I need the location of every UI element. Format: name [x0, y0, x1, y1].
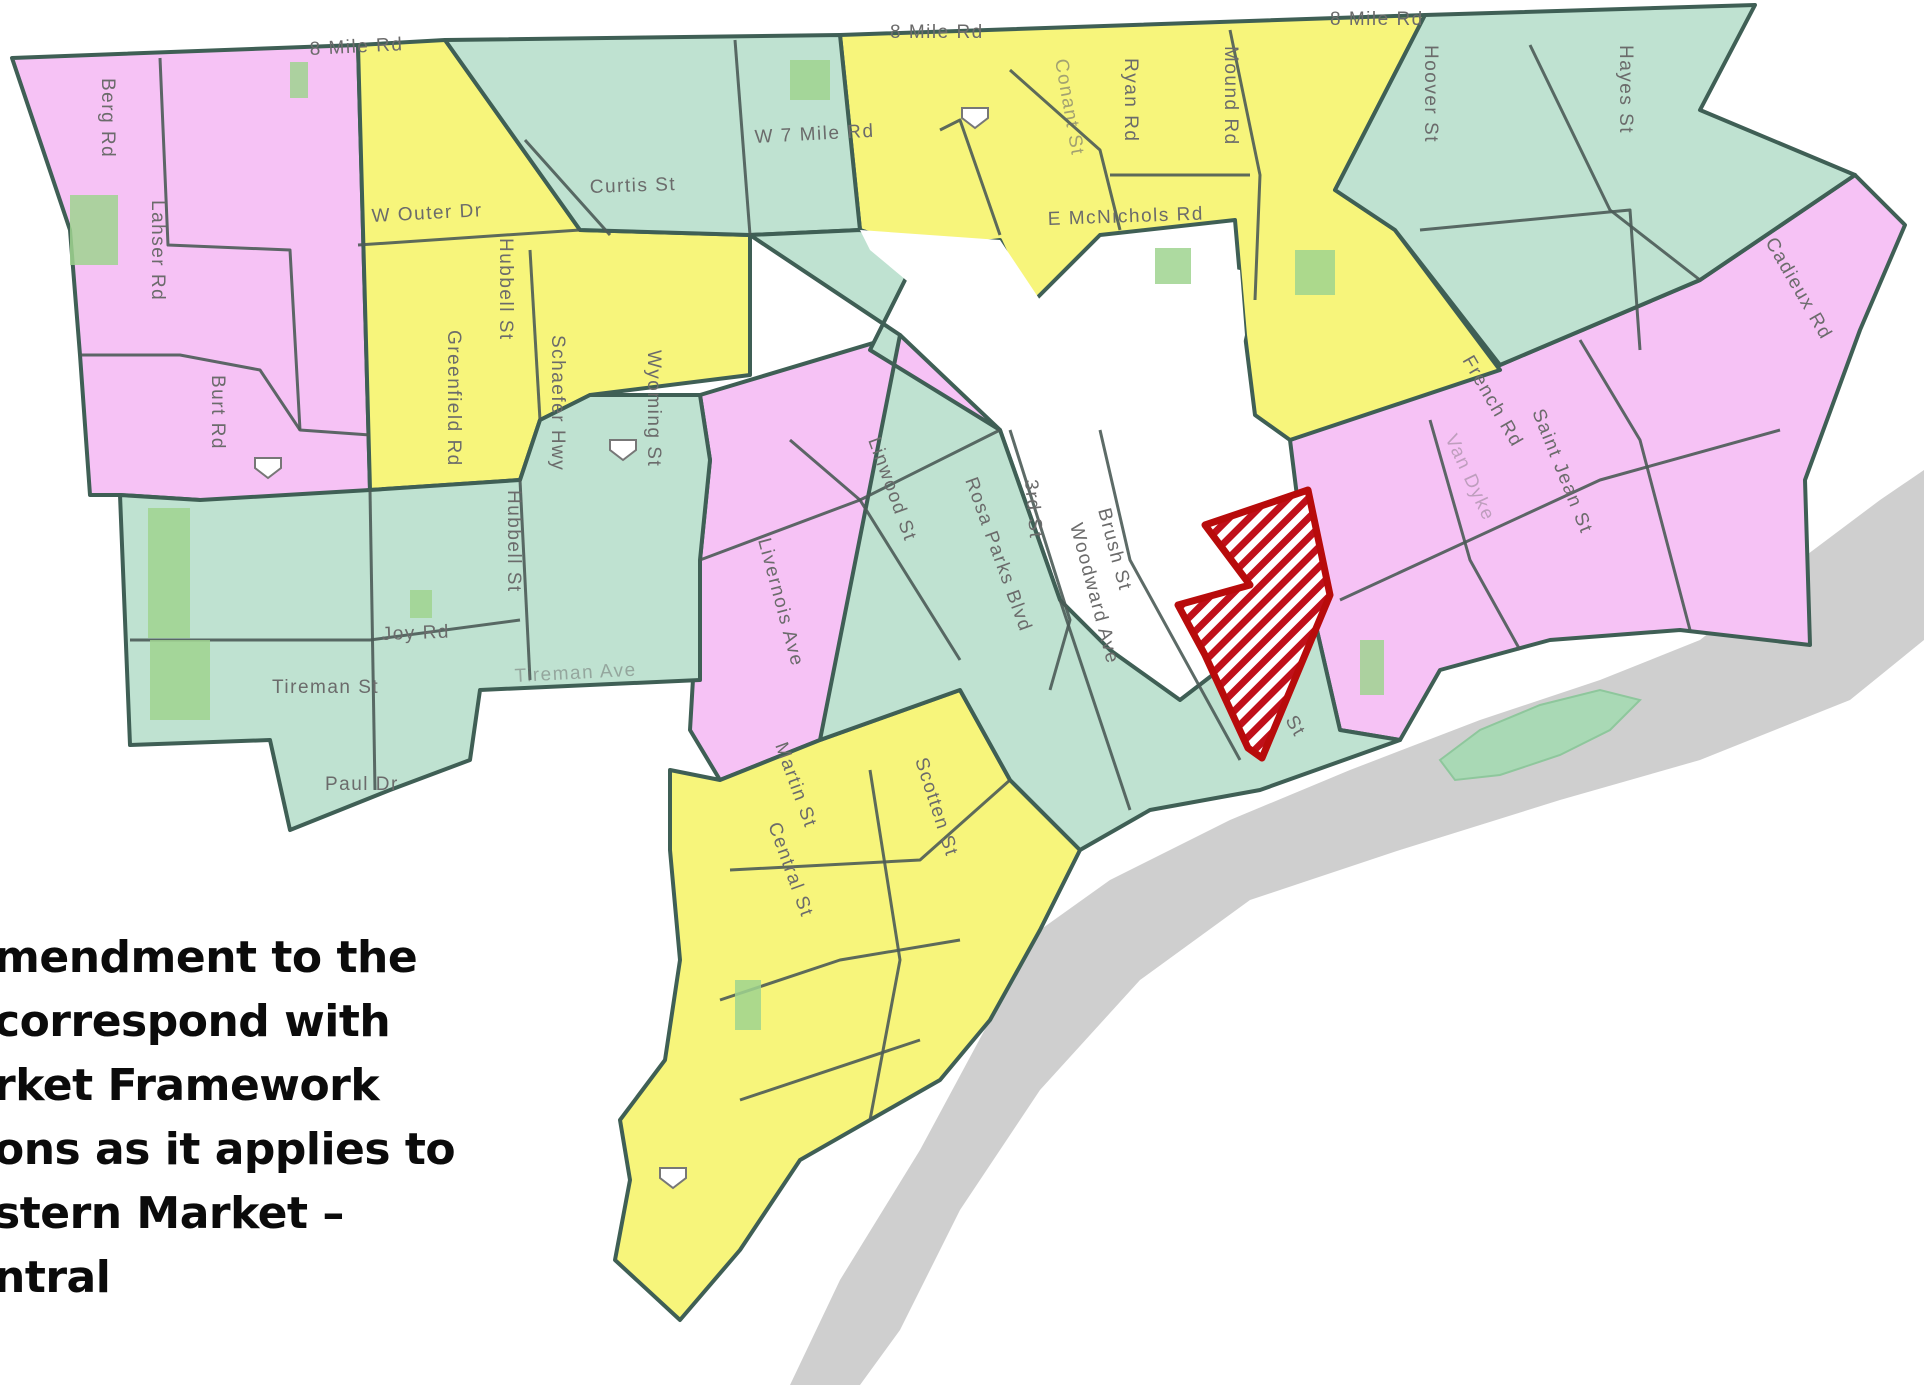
caption-line-5: stern Market – [0, 1188, 344, 1239]
parks [70, 60, 1384, 1030]
belle-isle [1438, 688, 1642, 782]
detroit-river [790, 470, 1924, 1385]
road-label: Joy Rd [381, 622, 450, 645]
road-label: Curtis St [589, 174, 676, 198]
road-label: Burt Rd [207, 375, 228, 450]
interstate-shield-icon [254, 107, 989, 1190]
caption-line-6: ntral [0, 1252, 111, 1303]
road-label: Lahser Rd [147, 200, 168, 301]
road-label: Ryan Rd [1120, 58, 1141, 142]
road-label: 8 Mile Rd [309, 34, 404, 60]
caption-line-2: correspond with [0, 996, 391, 1047]
map-caption: mendment to the correspond with rket Fra… [0, 926, 554, 1310]
road-label: 8 Mile Rd [1330, 9, 1424, 30]
road-label: Wyoming St [643, 350, 664, 467]
road-label: Hubbell St [503, 490, 524, 593]
caption-line-1: mendment to the [0, 932, 418, 983]
road-label: Schaefer Hwy [547, 335, 568, 471]
eastern-market-highlight [1174, 486, 1334, 762]
caption-line-4: ons as it applies to [0, 1124, 456, 1175]
road-label: 8 Mile Rd [890, 22, 984, 43]
road-label: Hayes St [1615, 45, 1636, 134]
enclave-highland-park [860, 230, 1245, 470]
road-label: Mound Rd [1220, 46, 1241, 146]
road-label: Paul Dr [325, 774, 399, 795]
road-label: Hubbell St [495, 238, 516, 341]
road-label: 3rd St [1020, 479, 1046, 540]
road-label: Berg Rd [97, 78, 118, 158]
road-label: Tireman St [272, 677, 379, 698]
caption-line-3: rket Framework [0, 1060, 380, 1111]
road-label: Hoover St [1420, 45, 1441, 143]
road-label: Greenfield Rd [443, 330, 464, 467]
